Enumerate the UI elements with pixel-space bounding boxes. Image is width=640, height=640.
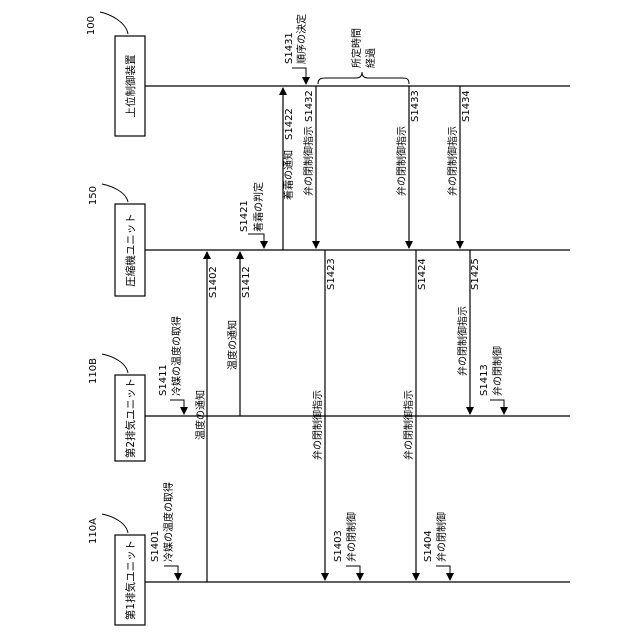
lane-ref-150: 150 [88, 184, 128, 205]
svg-text:100: 100 [86, 16, 97, 35]
lane-ref-100: 100 [86, 12, 128, 35]
svg-text:S1432: S1432 [304, 90, 315, 122]
svg-text:S1431: S1431 [284, 32, 295, 64]
svg-text:S1433: S1433 [410, 90, 421, 122]
svg-text:S1425: S1425 [470, 258, 481, 290]
svg-text:弁の閉制御指示: 弁の閉制御指示 [446, 126, 459, 196]
svg-text:着霜の通知: 着霜の通知 [282, 150, 295, 200]
svg-text:冷媒の温度の取得: 冷媒の温度の取得 [162, 482, 175, 562]
svg-text:110A: 110A [88, 518, 99, 544]
svg-text:S1413: S1413 [479, 364, 490, 396]
step-s1421: S1421 着霜の判定 [239, 182, 265, 248]
svg-text:S1434: S1434 [461, 90, 472, 122]
message-s1433: S1433 弁の閉制御指示 [395, 86, 421, 248]
svg-text:S1421: S1421 [239, 200, 250, 232]
svg-text:S1402: S1402 [208, 266, 219, 298]
svg-text:弁の閉制御: 弁の閉制御 [435, 512, 448, 562]
svg-text:弁の閉制御: 弁の閉制御 [491, 346, 504, 396]
svg-text:弁の閉制御指示: 弁の閉制御指示 [402, 390, 415, 460]
lane-name-100: 上位制御装置 [124, 55, 137, 118]
step-s1413: S1413 弁の閉制御 [479, 346, 504, 414]
svg-text:S1404: S1404 [423, 530, 434, 562]
message-s1434: S1434 弁の閉制御指示 [446, 86, 472, 248]
message-s1425: S1425 弁の閉制御指示 [456, 250, 481, 414]
svg-text:弁の閉制御指示: 弁の閉制御指示 [456, 306, 469, 376]
lane-box-100: 上位制御装置 [115, 36, 145, 136]
svg-text:S1401: S1401 [150, 530, 161, 562]
svg-text:S1412: S1412 [241, 266, 252, 298]
message-s1402: S1402 温度の通知 [194, 252, 219, 582]
elapsed-line2: 経過 [364, 48, 377, 68]
step-s1401: S1401 冷媒の温度の取得 [150, 482, 178, 580]
svg-text:S1411: S1411 [158, 364, 169, 396]
lane-box-110a: 第1排気ユニット [115, 535, 145, 625]
lane-box-150: 圧縮機ユニット [115, 204, 145, 296]
svg-text:150: 150 [88, 186, 99, 205]
svg-text:弁の閉制御指示: 弁の閉制御指示 [302, 126, 315, 196]
lane-name-110a: 第1排気ユニット [124, 540, 137, 620]
step-s1403: S1403 弁の閉制御 [333, 512, 360, 580]
step-s1404: S1404 弁の閉制御 [423, 512, 450, 580]
step-s1411: S1411 冷媒の温度の取得 [158, 316, 184, 414]
svg-text:弁の閉制御: 弁の閉制御 [345, 512, 358, 562]
svg-text:温度の通知: 温度の通知 [226, 320, 239, 370]
svg-text:S1424: S1424 [417, 258, 428, 290]
lane-name-110b: 第2排気ユニット [124, 378, 137, 458]
lane-box-110b: 第2排気ユニット [115, 375, 145, 461]
svg-text:冷媒の温度の取得: 冷媒の温度の取得 [170, 316, 183, 396]
svg-text:弁の閉制御指示: 弁の閉制御指示 [395, 126, 408, 196]
step-s1431: S1431 順序の決定 [284, 14, 308, 84]
svg-text:温度の通知: 温度の通知 [194, 390, 207, 440]
svg-text:110B: 110B [88, 358, 99, 384]
svg-text:S1403: S1403 [333, 530, 344, 562]
svg-text:弁の閉制御指示: 弁の閉制御指示 [311, 390, 324, 460]
lane-name-150: 圧縮機ユニット [124, 213, 137, 287]
message-s1422: S1422 着霜の通知 [282, 88, 295, 250]
svg-text:着霜の判定: 着霜の判定 [252, 182, 265, 232]
message-s1412: S1412 温度の通知 [226, 252, 252, 416]
svg-text:S1423: S1423 [326, 258, 337, 290]
message-s1432: S1432 弁の閉制御指示 [302, 86, 316, 248]
svg-text:S1422: S1422 [284, 108, 295, 140]
svg-text:順序の決定: 順序の決定 [295, 14, 308, 64]
elapsed-line1: 所定時間 [350, 28, 363, 68]
elapsed-brace: 所定時間 経過 [318, 28, 409, 84]
